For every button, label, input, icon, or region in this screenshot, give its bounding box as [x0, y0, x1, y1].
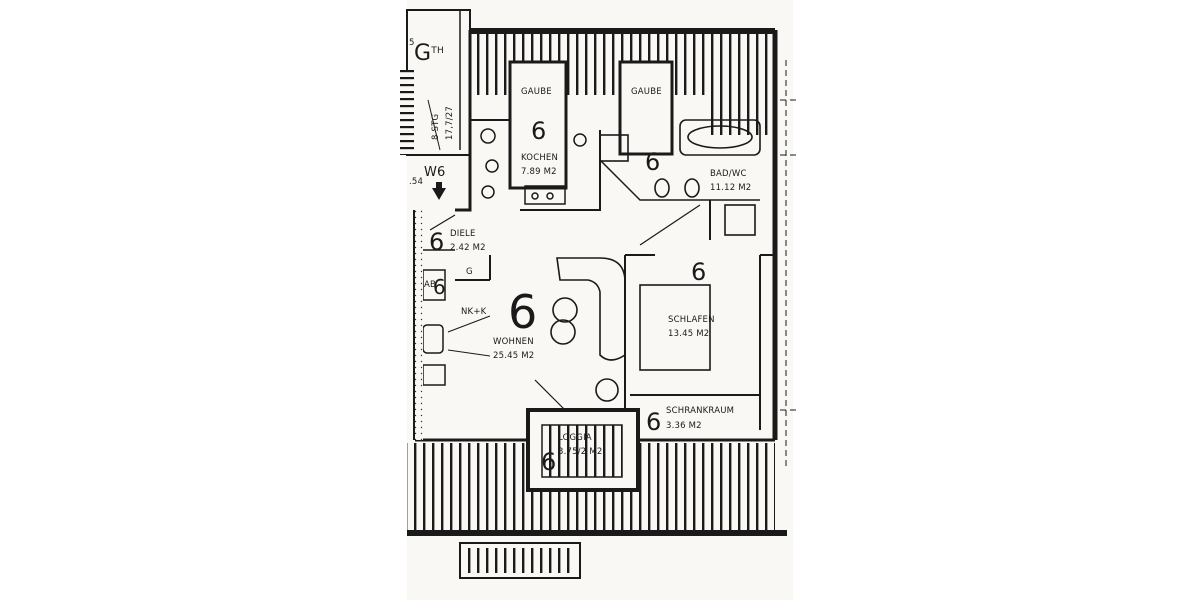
loggia	[526, 408, 640, 492]
gaube-left-outline	[508, 60, 568, 190]
wohnen-label: WOHNEN	[493, 337, 534, 347]
loggia-area: 3.75/2 M2	[558, 447, 602, 457]
kochen-area: 7.89 M2	[521, 167, 557, 177]
stair-label: GTH	[414, 41, 444, 66]
bad-area: 11.12 M2	[710, 183, 751, 193]
schrank-label: SCHRANKRAUM	[666, 406, 734, 416]
schlafen-area: 13.45 M2	[668, 329, 709, 339]
dimension-lines-right	[780, 60, 800, 470]
wohnen-leader-2	[447, 349, 491, 357]
kitchen-fixtures	[480, 128, 587, 205]
wohnen-leader-1	[447, 315, 491, 333]
nk-label: NK+K	[461, 307, 487, 317]
gaube-right-label: GAUBE	[631, 87, 662, 97]
living-furniture	[550, 257, 711, 402]
dim-edge: 5	[409, 38, 415, 48]
extra-number: 6	[691, 258, 706, 286]
window-tag: W6	[424, 165, 446, 180]
bad-label: BAD/WC	[710, 169, 747, 179]
loggia-number: 6	[541, 448, 556, 476]
dim-left: .54	[409, 177, 423, 187]
ab-number: 6	[433, 275, 446, 299]
diele-number: 6	[429, 228, 444, 256]
gaube-left-label: GAUBE	[521, 87, 552, 97]
schrank-area: 3.36 M2	[666, 421, 702, 431]
bathroom-fixtures	[599, 119, 761, 236]
stair-ratio: 17,7/27	[445, 106, 455, 140]
loggia-label: LOGGIA	[558, 433, 592, 443]
wohnen-number: 6	[508, 285, 537, 339]
diele-label: DIELE	[450, 229, 476, 239]
schrank-number: 6	[646, 408, 661, 436]
stair	[400, 9, 471, 200]
diele-area: 2.42 M2	[450, 243, 486, 253]
bad-number: 6	[645, 148, 660, 176]
kochen-number: 6	[531, 117, 546, 145]
wohnen-area: 25.45 M2	[493, 351, 534, 361]
stair-steps: 8 STG	[431, 114, 441, 140]
left-wall-strip	[415, 210, 423, 440]
schlafen-label: SCHLAFEN	[668, 315, 715, 325]
ab-label: AB	[424, 280, 436, 290]
kochen-label: KOCHEN	[521, 153, 558, 163]
nk-g-label: G	[466, 267, 473, 277]
